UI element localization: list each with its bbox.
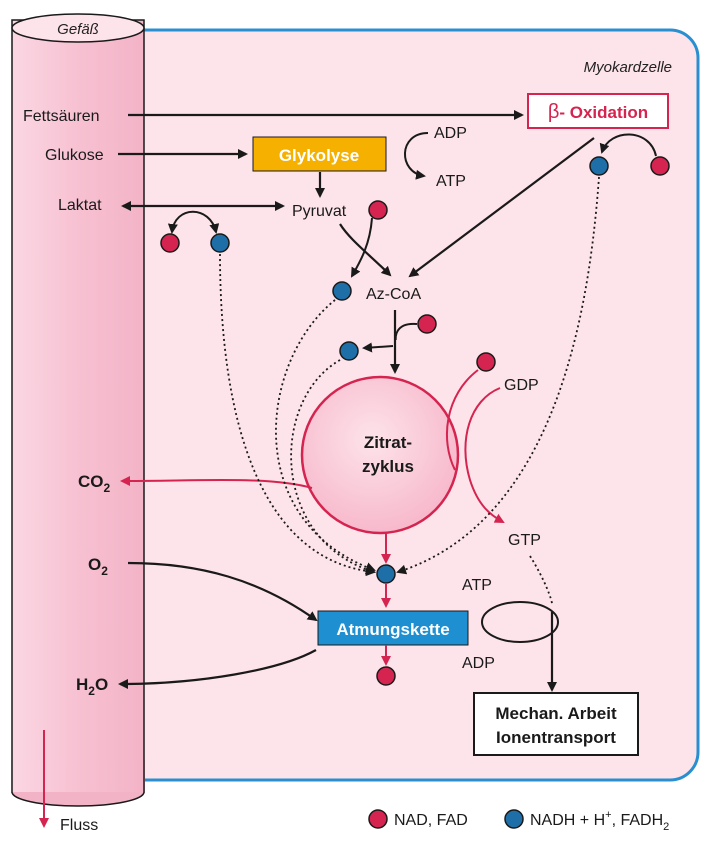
chain-nadh-dot — [376, 564, 396, 584]
glycolysis-label: Glykolyse — [279, 146, 359, 165]
legend-reduced-dot — [504, 809, 524, 829]
gdp-label: GDP — [504, 377, 539, 394]
flow-label: Fluss — [60, 817, 98, 834]
atp-cycle-loop — [481, 601, 559, 643]
beta-nad-arc — [599, 133, 657, 157]
chain-adp-label: ADP — [462, 655, 495, 672]
lactate-nad-dot — [160, 233, 180, 253]
cycle-nadh-dot — [339, 341, 359, 361]
citric-cycle-label-2: zyklus — [362, 457, 414, 476]
blood-vessel — [11, 13, 145, 807]
citric-cycle-label-1: Zitrat- — [364, 433, 412, 452]
glucose-label: Glukose — [45, 147, 104, 164]
beta-azcoa-arrow — [408, 137, 595, 278]
gdp-nad-dot — [476, 352, 496, 372]
respiratory-chain-box — [317, 610, 469, 646]
legend: NAD, FAD NADH + H+, FADH2 — [368, 809, 669, 833]
work-box — [473, 692, 639, 756]
lactate-nad-arc — [167, 210, 220, 234]
pyruvate-label: Pyruvat — [292, 203, 347, 220]
citric-cycle — [300, 375, 460, 535]
lactate-nadh-dot — [210, 233, 230, 253]
lactate-label: Laktat — [58, 197, 102, 214]
glycolysis-atp-arrow — [404, 132, 429, 180]
legend-oxidized-label: NAD, FAD — [394, 812, 468, 829]
legend-reduced-label: NADH + H+, FADH2 — [530, 809, 669, 833]
respiratory-chain-label: Atmungskette — [336, 620, 449, 639]
azcoa-label: Az-CoA — [366, 286, 421, 303]
vessel-label: Gefäß — [57, 21, 99, 38]
chain-atp-label: ATP — [462, 577, 492, 594]
glycolysis-box — [252, 136, 387, 172]
h2o-arrow — [118, 649, 317, 689]
o2-arrow — [127, 561, 318, 622]
beta-oxidation-text: - Oxidation — [559, 103, 648, 122]
beta-nadh-dot — [589, 156, 609, 176]
beta-oxidation-label: β- Oxidation — [548, 101, 648, 123]
pyruvate-nad-dot — [368, 200, 388, 220]
beta-symbol: β — [548, 101, 560, 123]
glycolysis-adp: ADP — [434, 125, 467, 142]
co2-label: CO2 — [78, 472, 111, 495]
azcoa-nadh-dot — [332, 281, 352, 301]
pyruvate-azcoa-arrow — [339, 223, 392, 277]
work-label-1: Mechan. Arbeit — [495, 704, 617, 723]
fatty-acids-label: Fettsäuren — [23, 108, 99, 125]
gdp-input-arc — [464, 387, 505, 523]
co2-arrow — [120, 475, 313, 489]
o2-label: O2 — [88, 555, 108, 578]
gdp-arc — [445, 369, 479, 471]
cycle-entry-nad-dot — [417, 314, 437, 334]
chain-nad-dot — [376, 666, 396, 686]
beta-oxidation-box — [527, 93, 669, 129]
legend-oxidized-dot — [368, 809, 388, 829]
work-label-2: Ionentransport — [496, 728, 616, 747]
h2o-label: H2O — [76, 675, 108, 698]
beta-nad-dot — [650, 156, 670, 176]
cycle-nadh-arrow — [362, 342, 394, 353]
gtp-label: GTP — [508, 532, 541, 549]
nadh-dotted-paths — [219, 176, 600, 605]
cell-label: Myokardzelle — [584, 59, 672, 76]
glycolysis-atp: ATP — [436, 173, 466, 190]
